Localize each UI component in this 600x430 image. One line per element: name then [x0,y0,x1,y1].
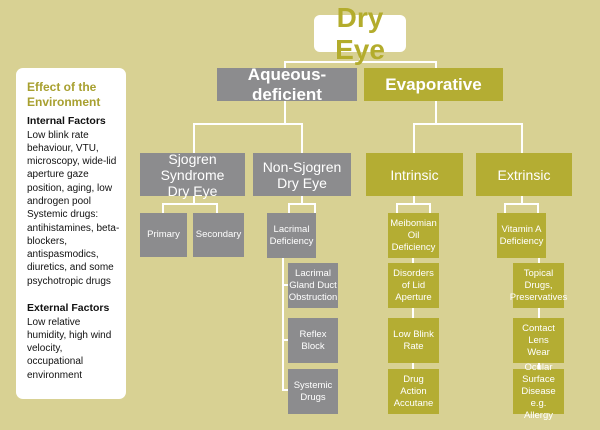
non-sjogren-label-line2: Dry Eye [277,174,327,191]
connector-title-stem [359,52,361,62]
connector-intrinsic-right [429,203,431,213]
connector-tick-reflex [282,339,288,341]
connector-extrinsic-bar [504,203,539,205]
connector-extrinsic-left [504,203,506,213]
connector-tick-systemic [282,389,288,391]
connector-evaporative-bar [413,123,523,125]
connector-non-sjogren-stem [301,196,303,204]
low-blink-box: Low Blink Rate [388,318,439,363]
connector-aqueous-bar [193,123,303,125]
connector-intrinsic-spine [412,258,414,370]
connector-to-evaporative [435,61,437,68]
sjogren-label-line2: Dry Eye [167,182,218,199]
vitamin-a-box: Vitamin A Deficiency [497,213,546,258]
connector-non-sjogren-rail [282,258,284,391]
internal-factors-heading: Internal Factors [27,115,106,127]
non-sjogren-box: Non-Sjogren Dry Eye [253,153,351,196]
connector-to-non-sjogren [301,123,303,153]
ocular-surface-box: Ocular Surface Disease e.g. Allergy [513,362,564,421]
diagram-title: Dry Eye [335,1,385,65]
connector-to-sjogren [193,123,195,153]
connector-extrinsic-stem [521,196,523,204]
connector-intrinsic-bar [396,203,431,205]
drug-accutane-label: Drug Action Accutane [393,373,434,409]
title-box: Dry Eye [314,2,406,65]
lid-aperture-label: Disorders of Lid Aperture [393,267,434,303]
panel-heading-line1: Effect of the [27,80,97,94]
extrinsic-label: Extrinsic [497,166,551,183]
ocular-surface-label: Ocular Surface Disease e.g. Allergy [521,361,556,421]
connector-non-sjogren-spine [314,203,316,213]
reflex-block-label: Reflex Block [299,328,327,352]
systemic-drugs-box: Systemic Drugs [288,369,338,414]
primary-box: Primary [140,213,187,257]
evaporative-label: Evaporative [385,74,482,94]
topical-drugs-box: Topical Drugs, Preservatives [510,263,567,308]
contact-lens-label: Contact Lens Wear [522,322,555,358]
connector-to-lacrimal-deficiency [288,203,290,213]
meibomian-label: Meibomian Oil Deficiency [390,217,437,253]
aqueous-deficient-label: Aqueous-deficient [247,64,327,104]
panel-heading-line2: Environment [27,94,101,109]
secondary-label: Secondary [195,229,242,240]
secondary-box: Secondary [193,213,244,257]
connector-intrinsic-stem [413,196,415,204]
intrinsic-box: Intrinsic [366,153,463,196]
lacrimal-duct-label: Lacrimal Gland Duct Obstruction [288,267,338,303]
internal-factors-text: Low blink rate behaviour, VTU, microscop… [27,129,120,287]
connector-sjogren-stem [193,196,195,204]
connector-extrinsic-right [537,203,539,213]
external-factors-heading: External Factors [27,302,110,315]
connector-top-bar [284,61,437,63]
connector-to-aqueous [284,61,286,68]
lid-aperture-box: Disorders of Lid Aperture [388,263,439,308]
reflex-block-box: Reflex Block [288,318,338,363]
evaporative-box: Evaporative [364,68,503,101]
connector-to-secondary [216,203,218,213]
environment-panel: Effect of the Environment Internal Facto… [16,68,126,399]
topical-drugs-label: Topical Drugs, Preservatives [509,267,568,303]
vitamin-a-label: Vitamin A Deficiency [499,223,544,247]
primary-label: Primary [147,229,180,240]
meibomian-box: Meibomian Oil Deficiency [388,213,439,258]
lacrimal-duct-box: Lacrimal Gland Duct Obstruction [288,263,338,308]
connector-to-primary [162,203,164,213]
connector-tick-duct [282,284,288,286]
systemic-drugs-label: Systemic Drugs [293,379,333,403]
sjogren-label-line1: Sjogren Syndrome [160,150,225,183]
intrinsic-label: Intrinsic [390,166,439,183]
extrinsic-box: Extrinsic [476,153,572,196]
connector-to-intrinsic [413,123,415,153]
connector-intrinsic-left [396,203,398,213]
connector-aqueous-stem [284,101,286,125]
connector-evaporative-stem [435,101,437,125]
non-sjogren-label-line1: Non-Sjogren [262,158,342,175]
lacrimal-deficiency-label: Lacrimal Deficiency [269,223,314,247]
connector-extrinsic-spine [538,258,540,370]
sjogren-box: Sjogren Syndrome Dry Eye [140,150,245,199]
lacrimal-deficiency-box: Lacrimal Deficiency [267,213,316,258]
connector-sjogren-bar [162,203,218,205]
low-blink-label: Low Blink Rate [393,328,434,352]
contact-lens-box: Contact Lens Wear [513,318,564,363]
aqueous-deficient-box: Aqueous-deficient [217,65,357,104]
connector-to-extrinsic [521,123,523,153]
external-factors-text: Low relative humidity, high wind velocit… [27,316,112,381]
connector-non-sjogren-bar [288,203,316,205]
drug-accutane-box: Drug Action Accutane [388,369,439,414]
